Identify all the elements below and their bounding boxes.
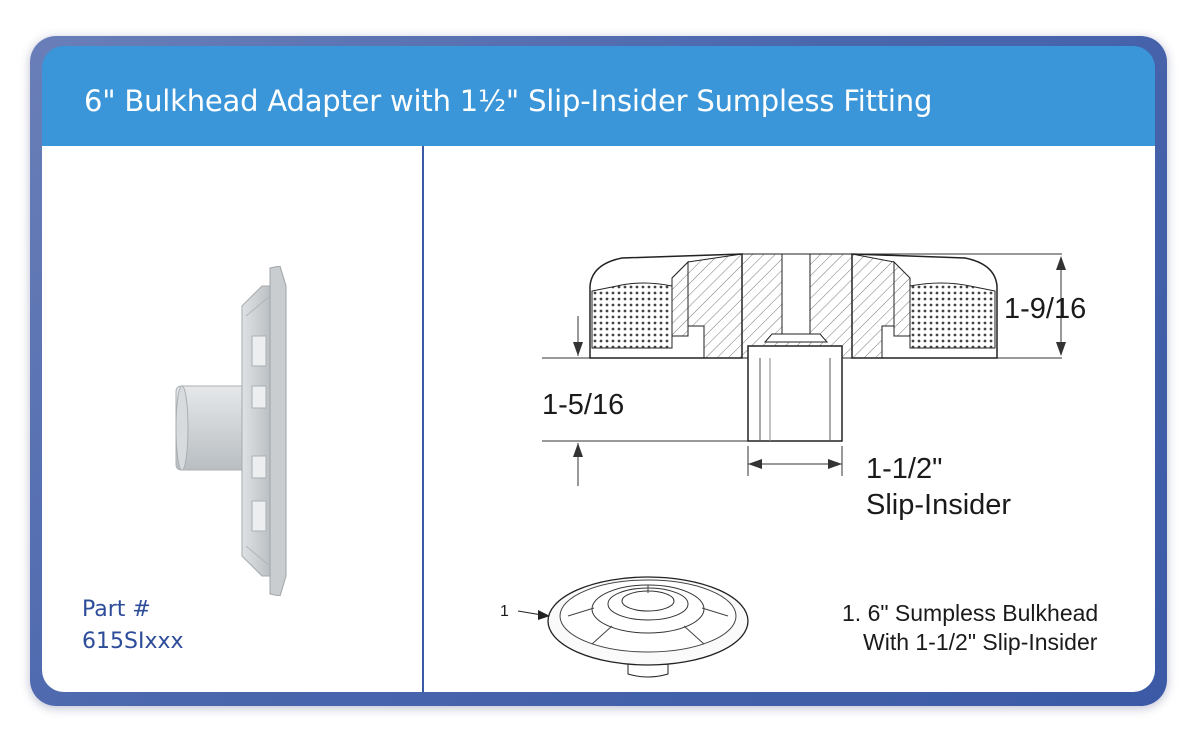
dim-height-bottom: 1-5/16 [542, 389, 624, 421]
product-photo [175, 266, 287, 596]
callout-line-2: With 1-1/2" Slip-Insider [863, 629, 1098, 655]
card-body: Part # 615SIxxx [42, 146, 1155, 692]
part-label: Part # [82, 597, 151, 622]
cross-section-drawing: 1-9/16 1-5/16 1-1/2" Slip-Insider 1 [500, 253, 1098, 678]
panel-divider [422, 146, 424, 692]
card-header: 6" Bulkhead Adapter with 1½" Slip-Inside… [42, 46, 1155, 154]
fitting-isometric [547, 576, 749, 678]
part-number-label: Part # 615SIxxx [82, 594, 184, 658]
dim-height-top: 1-9/16 [1004, 293, 1086, 325]
callout-number: 1 [500, 603, 509, 620]
product-card: 6" Bulkhead Adapter with 1½" Slip-Inside… [30, 36, 1167, 706]
dim-pipe-size: 1-1/2" [866, 453, 942, 485]
page-title: 6" Bulkhead Adapter with 1½" Slip-Inside… [84, 84, 933, 118]
callout-line-1: 1. 6" Sumpless Bulkhead [842, 600, 1098, 626]
dim-pipe-type: Slip-Insider [866, 489, 1011, 521]
part-number: 615SIxxx [82, 629, 184, 654]
